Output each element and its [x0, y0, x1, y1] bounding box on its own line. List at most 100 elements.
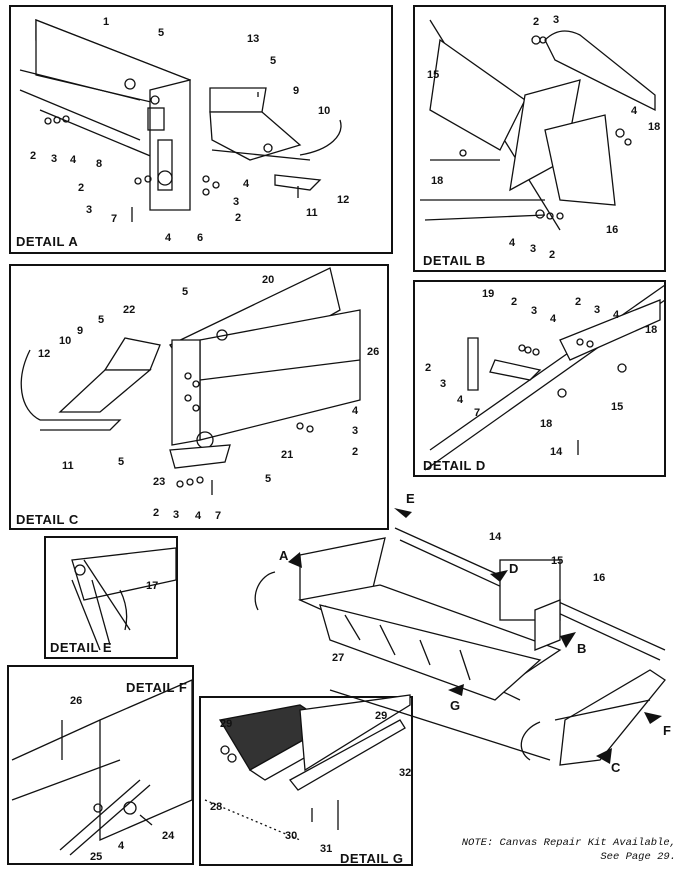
callout: 3	[86, 204, 92, 216]
callout: 2	[352, 446, 358, 458]
detail-c-title: DETAIL C	[16, 512, 79, 527]
detail-c-callouts: 20 5 22 5 26 12 10 9 4 3 2 21 11 5 23 2 …	[38, 274, 379, 522]
callout: 3	[352, 425, 358, 437]
callout: 27	[332, 652, 344, 664]
callout: 3	[531, 305, 537, 317]
callout: 31	[320, 843, 332, 855]
callout: 2	[511, 296, 517, 308]
callout: 11	[62, 460, 74, 472]
callout: 10	[59, 335, 71, 347]
callout: 16	[593, 572, 605, 584]
detail-a-callouts: 1 5 13 5 9 10 2 3 4 8 2 3 7 4 6 2 3 4 11…	[30, 16, 349, 244]
callout: 29	[375, 710, 387, 722]
callout: 5	[158, 27, 164, 39]
callout: 3	[440, 378, 446, 390]
callout: 4	[550, 313, 557, 325]
detail-b-callouts: 2 3 15 4 18 18 4 3 2 16	[427, 14, 660, 261]
callout: 19	[482, 288, 494, 300]
detail-a-drawing	[19, 19, 342, 222]
callout: 4	[509, 237, 516, 249]
note-line-1: NOTE: Canvas Repair Kit Available,	[461, 837, 676, 849]
view-arrow-g	[448, 684, 464, 696]
callout: 12	[337, 194, 349, 206]
callout: 24	[162, 830, 175, 842]
callout: 18	[431, 175, 443, 187]
callout: 29	[220, 718, 232, 730]
callout: 10	[318, 105, 330, 117]
callout: 3	[233, 196, 239, 208]
view-label-b: B	[577, 641, 586, 656]
view-label-a: A	[279, 548, 289, 563]
callout: 14	[489, 531, 502, 543]
callout: 7	[111, 213, 117, 225]
detail-e-drawing	[71, 547, 177, 651]
callout: 26	[70, 695, 82, 707]
view-arrow-c	[596, 748, 612, 764]
callout: 30	[285, 830, 297, 842]
callout: 4	[457, 394, 464, 406]
callout: 4	[195, 510, 202, 522]
callout: 16	[606, 224, 618, 236]
view-arrow-d	[490, 570, 508, 582]
callout: 5	[118, 456, 124, 468]
callout: 3	[173, 509, 179, 521]
callout: 26	[367, 346, 379, 358]
callout: 9	[77, 325, 83, 337]
callout: 2	[153, 507, 159, 519]
callout: 3	[51, 153, 57, 165]
view-arrow-b	[560, 632, 576, 648]
callout: 18	[648, 121, 660, 133]
view-arrow-e	[394, 508, 412, 518]
callout: 4	[243, 178, 250, 190]
callout: 6	[197, 232, 203, 244]
callout: 21	[281, 449, 293, 461]
callout: 3	[594, 304, 600, 316]
callout: 5	[182, 286, 188, 298]
callout: 11	[306, 207, 318, 219]
detail-b-drawing	[420, 19, 656, 231]
detail-g-title: DETAIL G	[340, 851, 404, 866]
detail-b-title: DETAIL B	[423, 253, 486, 268]
callout: 4	[613, 309, 620, 321]
callout: 28	[210, 801, 222, 813]
callout: 2	[549, 249, 555, 261]
detail-d-panel	[413, 280, 666, 477]
callout: 7	[215, 510, 221, 522]
callout: 5	[270, 55, 276, 67]
main-assembly-drawing	[254, 527, 666, 766]
note-line-2: See Page 29.	[600, 851, 676, 863]
callout: 12	[38, 348, 50, 360]
callout: 2	[78, 182, 84, 194]
callout: 4	[118, 840, 125, 852]
detail-a-title: DETAIL A	[16, 234, 79, 249]
callout: 18	[540, 418, 552, 430]
detail-e-title: DETAIL E	[50, 640, 113, 655]
view-label-c: C	[611, 760, 621, 775]
callout: 3	[530, 243, 536, 255]
callout: 20	[262, 274, 274, 286]
view-arrows	[288, 508, 662, 764]
callout: 25	[90, 851, 102, 863]
main-callouts: 14 15 16 27	[332, 531, 605, 664]
callout: 9	[293, 85, 299, 97]
callout: 5	[98, 314, 104, 326]
detail-f-callouts: 26 25 4 24	[70, 695, 175, 863]
view-arrow-a	[288, 552, 302, 568]
view-label-f: F	[663, 723, 671, 738]
callout: 7	[474, 407, 480, 419]
detail-d-title: DETAIL D	[423, 458, 486, 473]
detail-f-title: DETAIL F	[126, 680, 188, 695]
callout: 22	[123, 304, 135, 316]
callout: 13	[247, 33, 259, 45]
view-label-d: D	[509, 561, 518, 576]
detail-c-drawing	[20, 267, 361, 495]
callout: 17	[146, 580, 158, 592]
callout: 5	[265, 473, 271, 485]
detail-f-drawing	[11, 679, 193, 856]
callout: 8	[96, 158, 102, 170]
callout: 4	[352, 405, 359, 417]
detail-d-drawing	[424, 284, 666, 471]
detail-g-callouts: 29 29 32 28 30 31	[210, 710, 411, 855]
callout: 1	[103, 16, 109, 28]
